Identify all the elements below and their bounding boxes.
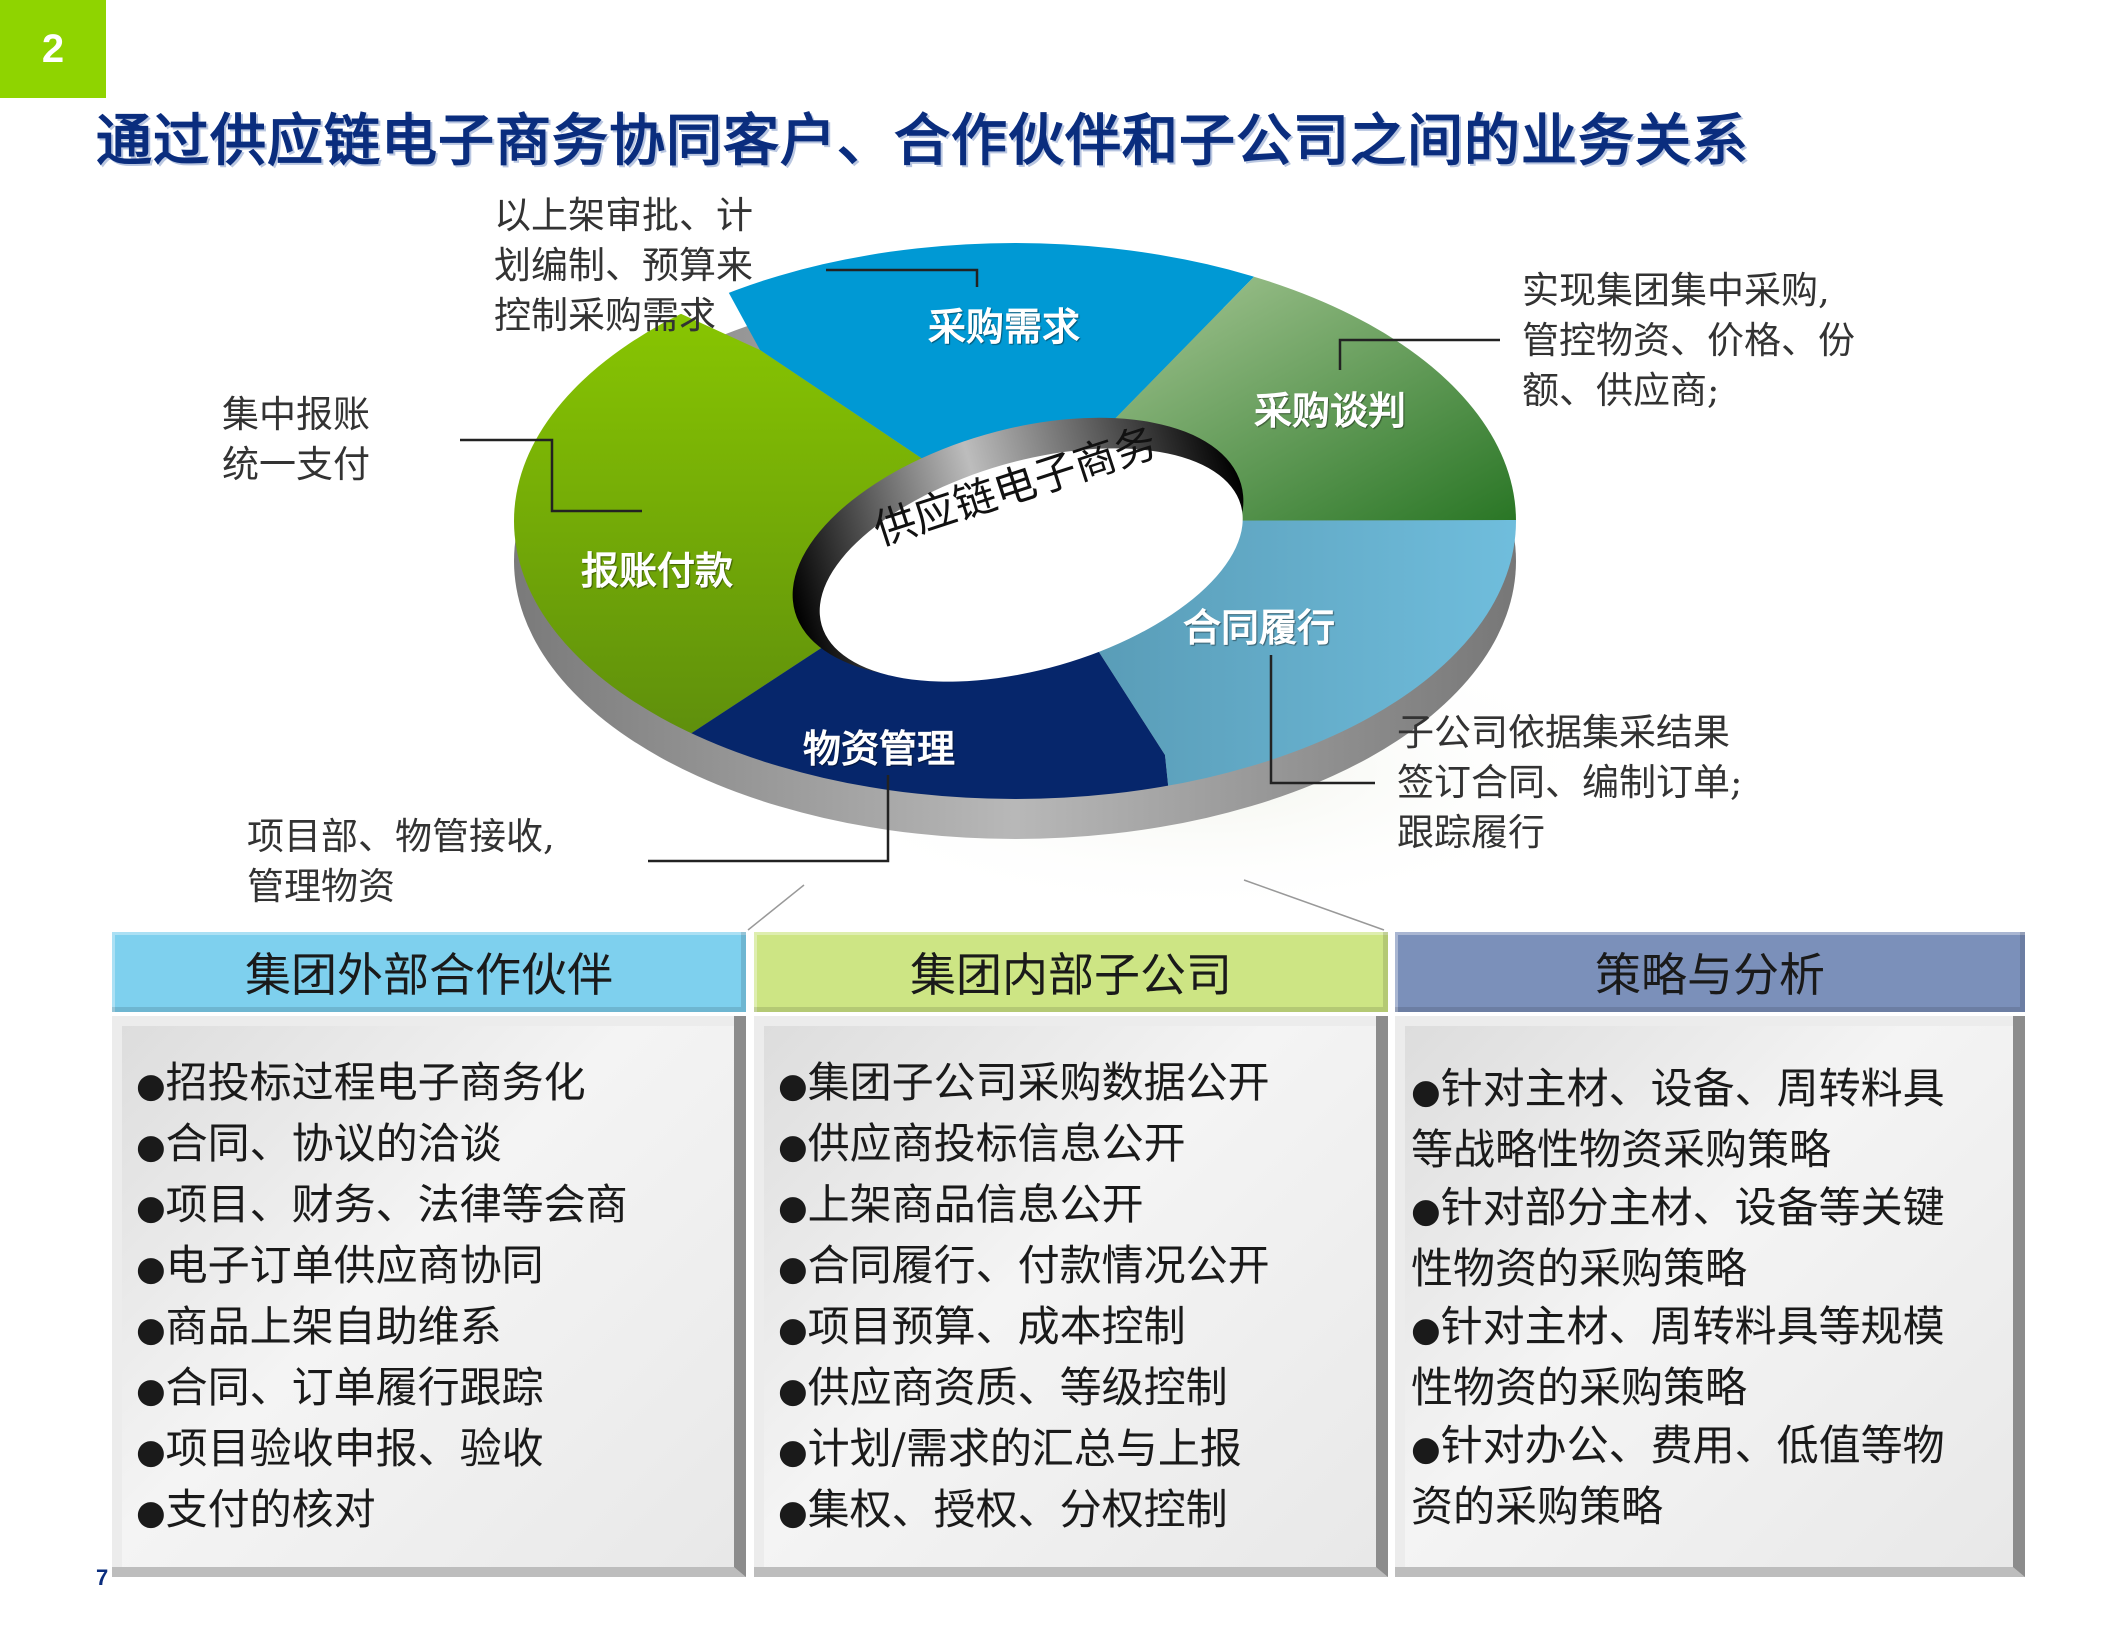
list-item: ●项目预算、成本控制	[778, 1298, 1362, 1359]
segment-demand[interactable]	[700, 240, 1290, 521]
note-payment: 集中报账 统一支付	[222, 393, 370, 486]
list-item-text: 针对主材、周转料具等规模性物资的采购策略	[1411, 1302, 1945, 1412]
connector-line-right	[1243, 879, 1385, 931]
list-item-text: 上架商品信息公开	[807, 1180, 1144, 1229]
ring-center	[819, 448, 1243, 682]
bullet-icon: ●	[778, 1127, 808, 1167]
list-item: ●针对部分主材、设备等关键性物资的采购策略	[1411, 1179, 1983, 1298]
list-item: ●集团子公司采购数据公开	[778, 1054, 1362, 1115]
list-item: ●针对主材、设备、周转料具等战略性物资采购策略	[1411, 1060, 1983, 1179]
segment-label-negotiation: 采购谈判	[1254, 389, 1407, 433]
list-item-text: 项目、财务、法律等会商	[165, 1180, 628, 1229]
bullet-icon: ●	[1411, 1429, 1441, 1469]
list-item: ●合同履行、付款情况公开	[778, 1237, 1362, 1298]
bullet-icon: ●	[1411, 1191, 1441, 1231]
segment-label-payment: 报账付款	[581, 549, 734, 593]
leader-line-demand	[826, 268, 979, 287]
list-item: ●商品上架自助维系	[136, 1298, 720, 1359]
list-item-text: 集权、授权、分权控制	[807, 1485, 1228, 1534]
section-number: 2	[41, 26, 65, 71]
note-materials: 项目部、物管接收, 管理物资	[247, 815, 555, 908]
box-header-internal-subsidiaries: 集团内部子公司	[754, 932, 1388, 1012]
page-number: 7	[96, 1565, 109, 1590]
bullet-icon: ●	[136, 1127, 166, 1167]
list-item: ●供应商资质、等级控制	[778, 1359, 1362, 1420]
bullet-icon: ●	[778, 1432, 808, 1472]
segment-label-materials: 物资管理	[803, 727, 956, 771]
bullet-icon: ●	[136, 1493, 166, 1533]
note-demand: 以上架审批、计 划编制、预算来 控制采购需求	[494, 194, 753, 337]
list-item-text: 计划/需求的汇总与上报	[807, 1424, 1242, 1473]
list-item-text: 针对主材、设备、周转料具等战略性物资采购策略	[1411, 1064, 1945, 1174]
bullet-icon: ●	[778, 1371, 808, 1411]
section-number-badge: 2	[0, 0, 106, 98]
list-item-text: 项目预算、成本控制	[807, 1302, 1186, 1351]
note-negotiation: 实现集团集中采购, 管控物资、价格、份 额、供应商;	[1522, 269, 1855, 412]
list-item-text: 商品上架自助维系	[165, 1302, 502, 1351]
box-header-external-partners: 集团外部合作伙伴	[112, 932, 746, 1012]
connector-line-left	[747, 884, 805, 931]
list-item: ●合同、订单履行跟踪	[136, 1359, 720, 1420]
bullet-icon: ●	[136, 1066, 166, 1106]
bullet-icon: ●	[778, 1188, 808, 1228]
list-item: ●计划/需求的汇总与上报	[778, 1420, 1362, 1481]
segment-label-contract: 合同履行	[1183, 606, 1336, 650]
list-item: ●上架商品信息公开	[778, 1176, 1362, 1237]
supply-chain-ring-diagram	[460, 240, 1620, 931]
box-internal-subsidiaries: 集团内部子公司 ●集团子公司采购数据公开 ●供应商投标信息公开 ●上架商品信息公…	[754, 932, 1388, 1577]
leader-line-negotiation	[1338, 338, 1500, 370]
list-item: ●项目、财务、法律等会商	[136, 1176, 720, 1237]
box-strategy-analysis: 策略与分析 ●针对主材、设备、周转料具等战略性物资采购策略 ●针对部分主材、设备…	[1395, 932, 2025, 1577]
bullet-icon: ●	[1411, 1310, 1441, 1350]
bullet-icon: ●	[136, 1371, 166, 1411]
box-header-strategy-analysis: 策略与分析	[1395, 932, 2025, 1012]
page-title: 通过供应链电子商务协同客户、合作伙伴和子公司之间的业务关系	[96, 109, 1749, 174]
list-item-text: 针对部分主材、设备等关键性物资的采购策略	[1411, 1183, 1945, 1293]
list-item: ●针对主材、周转料具等规模性物资的采购策略	[1411, 1298, 1983, 1417]
box-body-external-partners: ●招投标过程电子商务化 ●合同、协议的洽谈 ●项目、财务、法律等会商 ●电子订单…	[112, 1016, 746, 1577]
bullet-icon: ●	[778, 1493, 808, 1533]
bullet-icon: ●	[778, 1310, 808, 1350]
list-item-text: 供应商资质、等级控制	[807, 1363, 1228, 1412]
list-item-text: 电子订单供应商协同	[165, 1241, 544, 1290]
list-item-text: 项目验收申报、验收	[165, 1424, 544, 1473]
leader-line-materials	[648, 775, 890, 863]
list-item-text: 招投标过程电子商务化	[165, 1058, 586, 1107]
strategy-analysis-list: ●针对主材、设备、周转料具等战略性物资采购策略 ●针对部分主材、设备等关键性物资…	[1411, 1060, 1983, 1536]
box-external-partners: 集团外部合作伙伴 ●招投标过程电子商务化 ●合同、协议的洽谈 ●项目、财务、法律…	[112, 932, 746, 1577]
list-item-text: 合同、协议的洽谈	[165, 1119, 502, 1168]
leader-line-payment	[460, 438, 642, 513]
list-item: ●招投标过程电子商务化	[136, 1054, 720, 1115]
bullet-icon: ●	[136, 1249, 166, 1289]
bullet-icon: ●	[136, 1188, 166, 1228]
list-item: ●供应商投标信息公开	[778, 1115, 1362, 1176]
list-item-text: 合同履行、付款情况公开	[807, 1241, 1270, 1290]
list-item: ●合同、协议的洽谈	[136, 1115, 720, 1176]
list-item: ●电子订单供应商协同	[136, 1237, 720, 1298]
bullet-icon: ●	[778, 1066, 808, 1106]
bullet-icon: ●	[136, 1432, 166, 1472]
bullet-icon: ●	[778, 1249, 808, 1289]
list-item: ●集权、授权、分权控制	[778, 1481, 1362, 1542]
list-item-text: 针对办公、费用、低值等物资的采购策略	[1411, 1421, 1945, 1531]
list-item-text: 合同、订单履行跟踪	[165, 1363, 544, 1412]
box-body-internal-subsidiaries: ●集团子公司采购数据公开 ●供应商投标信息公开 ●上架商品信息公开 ●合同履行、…	[754, 1016, 1388, 1577]
box-body-strategy-analysis: ●针对主材、设备、周转料具等战略性物资采购策略 ●针对部分主材、设备等关键性物资…	[1395, 1016, 2025, 1577]
list-item-text: 供应商投标信息公开	[807, 1119, 1186, 1168]
leader-line-contract	[1269, 655, 1375, 785]
list-item: ●项目验收申报、验收	[136, 1420, 720, 1481]
internal-subsidiaries-list: ●集团子公司采购数据公开 ●供应商投标信息公开 ●上架商品信息公开 ●合同履行、…	[778, 1054, 1362, 1542]
segment-label-demand: 采购需求	[928, 305, 1081, 349]
list-item: ●针对办公、费用、低值等物资的采购策略	[1411, 1417, 1983, 1536]
note-contract: 子公司依据集采结果 签订合同、编制订单; 跟踪履行	[1397, 711, 1743, 854]
bullet-icon: ●	[136, 1310, 166, 1350]
external-partners-list: ●招投标过程电子商务化 ●合同、协议的洽谈 ●项目、财务、法律等会商 ●电子订单…	[136, 1054, 720, 1542]
bullet-icon: ●	[1411, 1072, 1441, 1112]
list-item: ●支付的核对	[136, 1481, 720, 1542]
list-item-text: 集团子公司采购数据公开	[807, 1058, 1270, 1107]
list-item-text: 支付的核对	[165, 1485, 376, 1534]
